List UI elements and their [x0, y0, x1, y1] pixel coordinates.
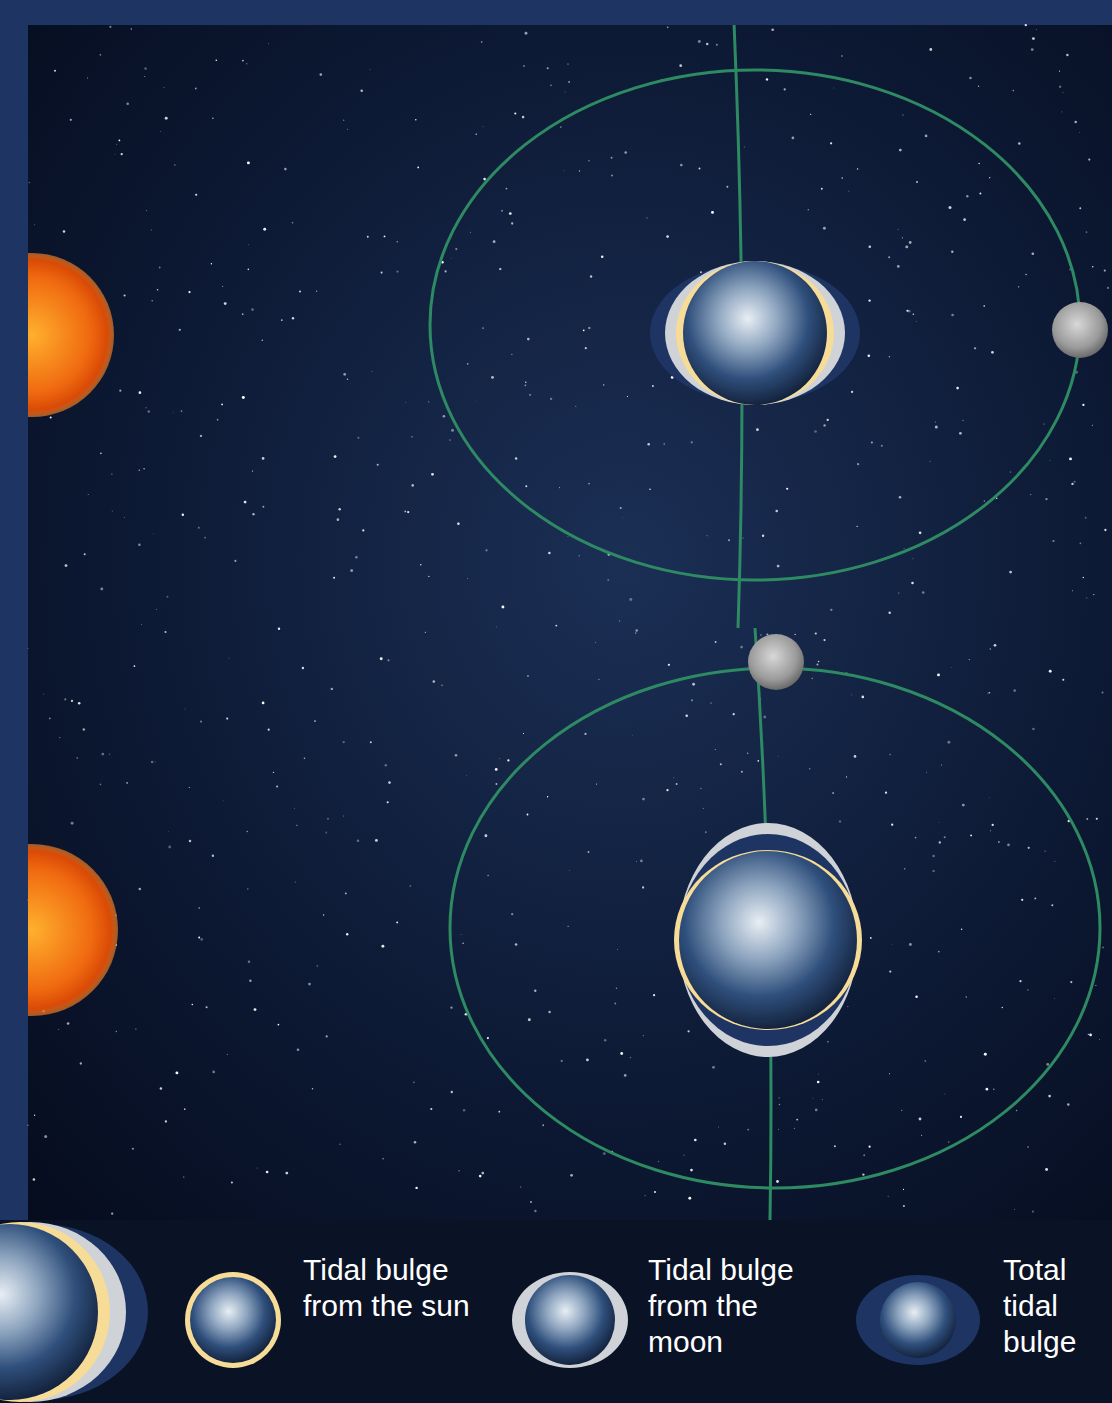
legend-label: Tidal bulge from the moon: [648, 1252, 823, 1360]
legend-sun-swatch: [185, 1272, 281, 1368]
legend-total-swatch: [856, 1275, 980, 1365]
legend-combined-sample: [0, 1222, 148, 1402]
legend-label: Total tidal bulge: [1003, 1252, 1103, 1360]
legend-moon-swatch: [512, 1272, 628, 1368]
legend-label: Tidal bulge from the sun: [303, 1252, 478, 1324]
